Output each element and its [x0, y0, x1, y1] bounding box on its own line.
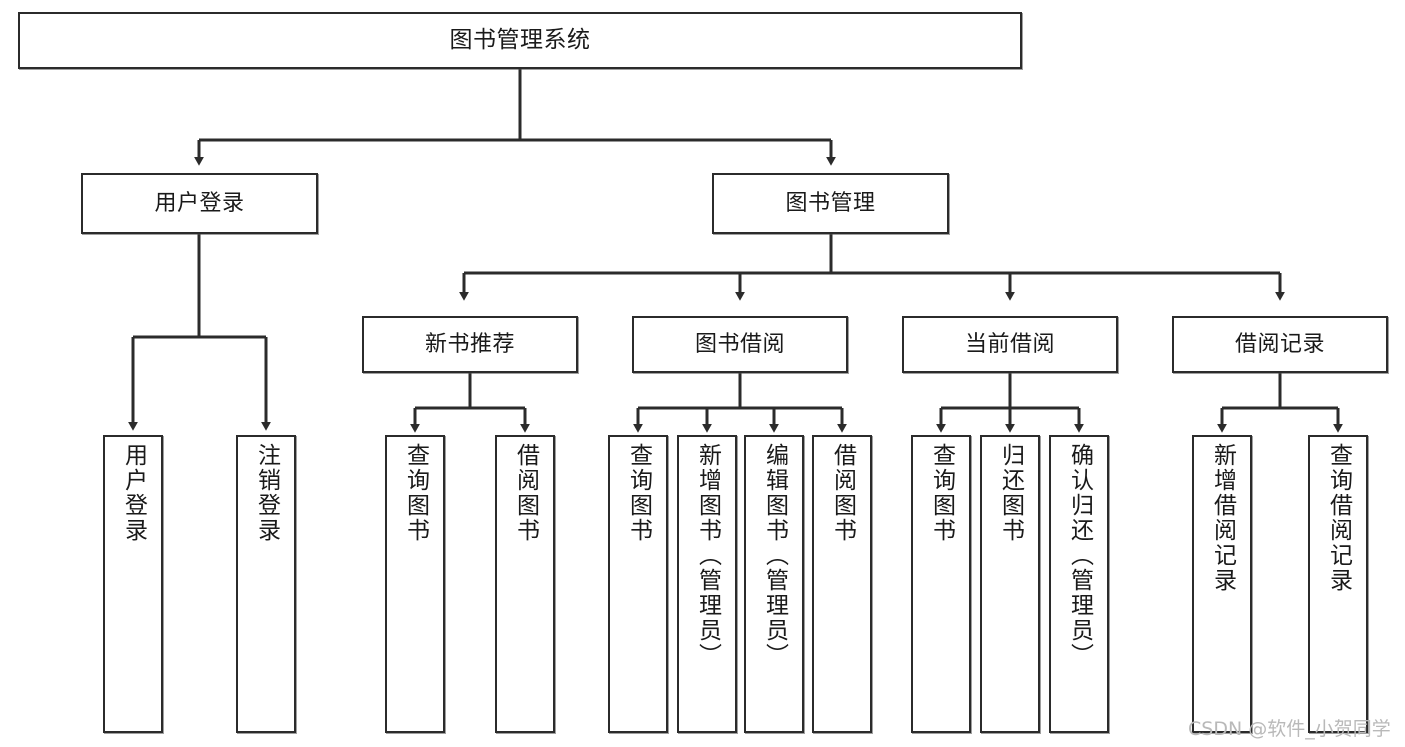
node-label: 查询图书 — [625, 443, 652, 543]
node-book-borrowing[interactable]: 图书借阅 — [632, 316, 848, 373]
node-label: 新增借阅记录 — [1209, 443, 1236, 593]
node-label: 借阅图书 — [829, 443, 856, 543]
csdn-watermark: CSDN @软件_小贺同学 — [1188, 718, 1391, 740]
node-leaf-current-borrow-confirm-return-admin[interactable]: 确认归还（管理员） — [1049, 435, 1109, 733]
node-new-book-recommendation[interactable]: 新书推荐 — [362, 316, 578, 373]
node-root-book-management-system[interactable]: 图书管理系统 — [18, 12, 1022, 69]
node-label: 查询借阅记录 — [1325, 443, 1352, 593]
node-label: 借阅图书 — [512, 443, 539, 543]
node-label: 编辑图书（管理员） — [761, 443, 788, 668]
node-leaf-borrow-record-add-record[interactable]: 新增借阅记录 — [1192, 435, 1252, 733]
node-leaf-current-borrow-return-books[interactable]: 归还图书 — [980, 435, 1040, 733]
node-label: 图书借阅 — [694, 331, 785, 357]
node-leaf-user-login-signin[interactable]: 用户登录 — [103, 435, 163, 733]
node-label: 归还图书 — [997, 443, 1024, 543]
node-label: 查询图书 — [928, 443, 955, 543]
node-label: 图书管理系统 — [449, 27, 591, 54]
node-leaf-book-borrow-borrow-books[interactable]: 借阅图书 — [812, 435, 872, 733]
node-borrow-records[interactable]: 借阅记录 — [1172, 316, 1388, 373]
node-label: 查询图书 — [402, 443, 429, 543]
node-label: 用户登录 — [120, 443, 147, 543]
node-current-borrowing[interactable]: 当前借阅 — [902, 316, 1118, 373]
node-leaf-book-borrow-query-books[interactable]: 查询图书 — [608, 435, 668, 733]
node-label: 新书推荐 — [424, 331, 515, 357]
node-user-login[interactable]: 用户登录 — [81, 173, 318, 234]
node-label: 当前借阅 — [964, 331, 1055, 357]
node-leaf-current-borrow-query-books[interactable]: 查询图书 — [911, 435, 971, 733]
node-leaf-user-login-signout[interactable]: 注销登录 — [236, 435, 296, 733]
node-label: 新增图书（管理员） — [694, 443, 721, 668]
node-label: 借阅记录 — [1234, 331, 1325, 357]
node-label: 用户登录 — [154, 190, 245, 216]
node-label: 确认归还（管理员） — [1066, 443, 1093, 668]
node-leaf-new-book-query-books[interactable]: 查询图书 — [385, 435, 445, 733]
node-leaf-book-borrow-edit-book-admin[interactable]: 编辑图书（管理员） — [744, 435, 804, 733]
node-leaf-book-borrow-add-book-admin[interactable]: 新增图书（管理员） — [677, 435, 737, 733]
node-leaf-new-book-borrow-books[interactable]: 借阅图书 — [495, 435, 555, 733]
node-label: 注销登录 — [253, 443, 280, 543]
node-label: 图书管理 — [785, 190, 876, 216]
node-book-management[interactable]: 图书管理 — [712, 173, 949, 234]
node-leaf-borrow-record-query-record[interactable]: 查询借阅记录 — [1308, 435, 1368, 733]
